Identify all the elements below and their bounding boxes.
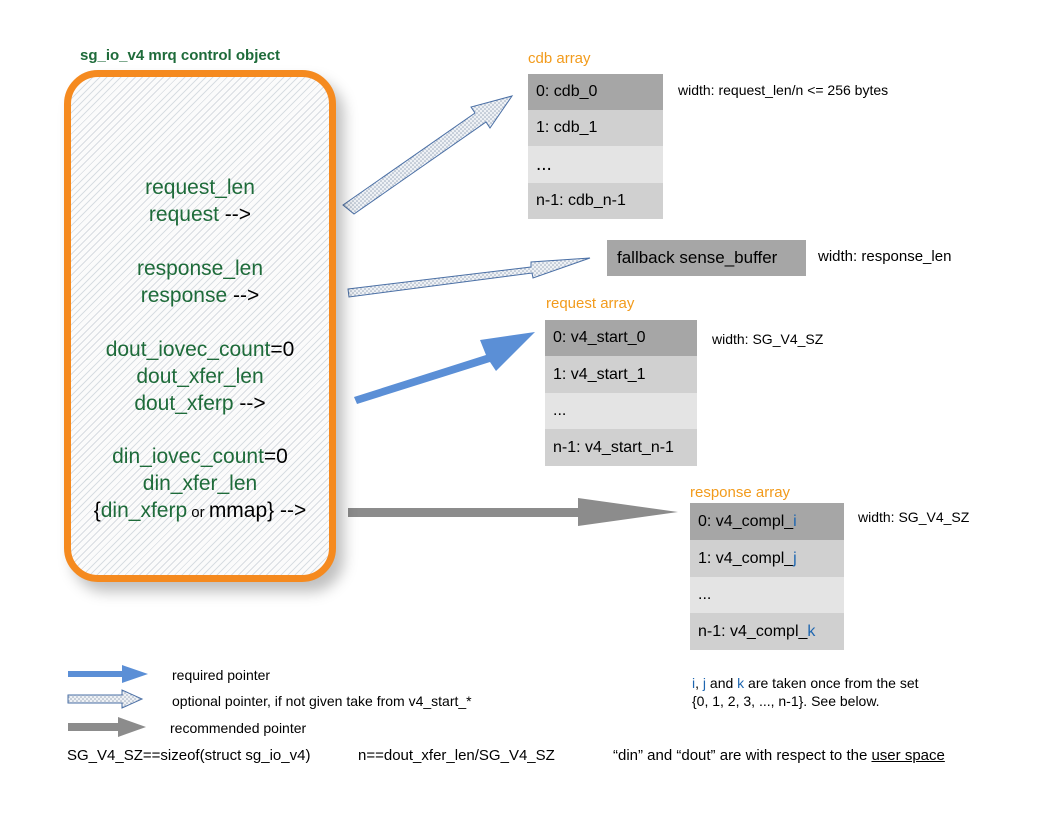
- request-array-label: request array: [546, 295, 635, 312]
- required-pointer-dout-arrow: [354, 332, 535, 404]
- dout-fields: dout_iovec_count=0 dout_xfer_len dout_xf…: [64, 336, 336, 417]
- dout-xferp-field: dout_xferp: [134, 392, 234, 415]
- response-cell-index: j: [793, 549, 797, 567]
- legend-required-arrow: [68, 665, 148, 683]
- control-object-title: sg_io_v4 mrq control object: [80, 47, 281, 64]
- request-arrow-text: -->: [218, 203, 252, 226]
- request-fields: request_len request -->: [64, 174, 336, 228]
- cdb-array-cell: 1: cdb_1: [528, 110, 663, 146]
- din-iovec-count-value: =0: [263, 445, 288, 468]
- response-cell-prefix: ...: [698, 586, 712, 603]
- din-open-brace: {: [93, 499, 101, 522]
- recommended-pointer-din-arrow: [348, 498, 678, 526]
- control-object-box: [64, 70, 336, 582]
- response-array-cell: 1: v4_compl_j: [690, 540, 844, 577]
- response-array-cell: n-1: v4_compl_k: [690, 613, 844, 650]
- note-j: j: [702, 675, 707, 691]
- din-iovec-count-field: din_iovec_count: [112, 445, 264, 468]
- cdb-array-cell: n-1: cdb_n-1: [528, 183, 663, 219]
- din-xfer-len-field: din_xfer_len: [142, 472, 258, 495]
- note-i: i: [692, 675, 696, 691]
- user-space-text: user space: [871, 747, 945, 764]
- dout-xfer-len-field: dout_xfer_len: [136, 365, 264, 388]
- response-cell-prefix: 1: v4_compl_: [698, 549, 794, 567]
- n-definition: n==dout_xfer_len/SG_V4_SZ: [358, 747, 555, 764]
- din-fields: din_iovec_count=0 din_xfer_len {din_xfer…: [64, 443, 336, 526]
- response-fields: response_len response -->: [64, 255, 336, 309]
- request-len-field: request_len: [145, 176, 255, 199]
- cdb-array-cell: ...: [528, 146, 663, 183]
- sg-v4-sz-definition: SG_V4_SZ==sizeof(struct sg_io_v4): [67, 747, 311, 764]
- cdb-array-label: cdb array: [528, 50, 591, 67]
- din-mmap-text: mmap}: [208, 499, 275, 522]
- request-array-cell: n-1: v4_start_n-1: [545, 429, 697, 466]
- din-arrow-text: -->: [274, 499, 307, 522]
- note-k: k: [737, 675, 745, 691]
- legend-required-label: required pointer: [172, 667, 271, 683]
- din-dout-note-text: “din” and “dout” are with respect to the: [613, 747, 872, 764]
- din-or-text: or: [187, 504, 209, 521]
- note-line2: {0, 1, 2, 3, ..., n-1}. See below.: [692, 693, 880, 709]
- request-width-note: width: SG_V4_SZ: [712, 331, 824, 347]
- response-field: response: [140, 284, 228, 307]
- response-width-note: width: SG_V4_SZ: [858, 509, 970, 525]
- response-arrow-text: -->: [227, 284, 260, 307]
- din-dout-note: “din” and “dout” are with respect to the…: [613, 747, 945, 764]
- response-array-cell: 0: v4_compl_i: [690, 503, 844, 540]
- fallback-width-note: width: response_len: [818, 248, 952, 265]
- optional-pointer-request-arrow: [342, 95, 514, 215]
- legend-recommended-arrow: [68, 717, 146, 737]
- request-array-cell: 0: v4_start_0: [545, 320, 697, 356]
- dout-iovec-count-value: =0: [270, 338, 295, 361]
- note-rest: are taken once from the set: [744, 675, 919, 691]
- note-sep: ,: [695, 675, 703, 691]
- response-cell-prefix: n-1: v4_compl_: [698, 622, 808, 640]
- response-cell-prefix: 0: v4_compl_: [698, 512, 794, 530]
- fallback-sense-buffer: fallback sense_buffer: [607, 240, 806, 276]
- note-and: and: [706, 675, 738, 691]
- legend-recommended-label: recommended pointer: [170, 720, 307, 736]
- response-array-label: response array: [690, 484, 791, 501]
- legend-optional-label: optional pointer, if not given take from…: [172, 693, 472, 709]
- response-array-cell: ...: [690, 577, 844, 613]
- response-cell-index: k: [807, 622, 816, 640]
- request-array-cell: ...: [545, 393, 697, 429]
- cdb-width-note: width: request_len/n <= 256 bytes: [678, 82, 889, 98]
- dout-iovec-count-field: dout_iovec_count: [105, 338, 271, 361]
- index-set-note: i, j and k are taken once from the set {…: [692, 674, 919, 710]
- legend-optional-arrow: [67, 689, 144, 709]
- cdb-array-cell: 0: cdb_0: [528, 74, 663, 110]
- response-cell-index: i: [793, 512, 797, 530]
- din-xferp-field: din_xferp: [100, 499, 188, 522]
- request-field: request: [148, 203, 219, 226]
- response-len-field: response_len: [136, 257, 264, 280]
- dout-arrow-text: -->: [233, 392, 266, 415]
- request-array-cell: 1: v4_start_1: [545, 356, 697, 393]
- optional-pointer-response-arrow: [347, 257, 591, 298]
